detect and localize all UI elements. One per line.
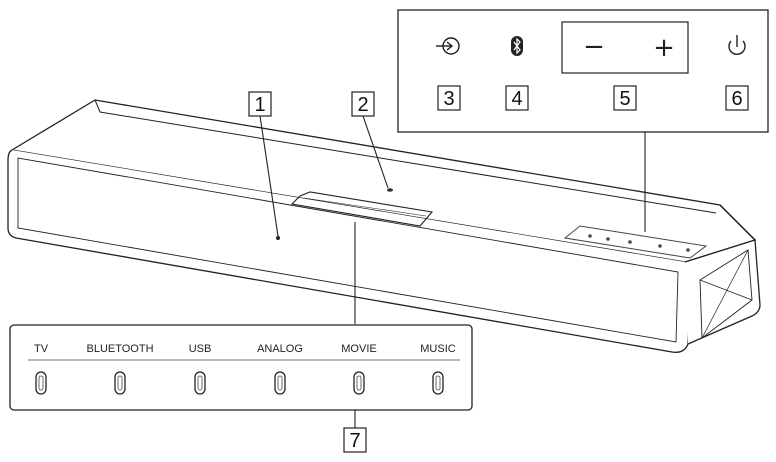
indicator-lamp-inner-analog	[277, 375, 283, 391]
volume-plus-button[interactable]: +	[653, 33, 675, 63]
remote-sensor	[387, 188, 393, 192]
indicator-lamp-music	[432, 371, 444, 395]
callout-3-label: 3	[443, 88, 454, 110]
indicator-label-usb: USB	[189, 343, 212, 355]
indicator-lamp-bluetooth	[114, 371, 126, 395]
callout-2-label: 2	[357, 94, 368, 116]
indicator-lamp-inner-movie	[356, 375, 362, 391]
callout-6: 6	[725, 85, 749, 111]
top-control-panel: − +	[397, 9, 769, 133]
indicator-lamp-analog	[274, 371, 286, 395]
callout-1: 1	[248, 91, 272, 117]
indicator-lamp-inner-tv	[38, 375, 44, 391]
indicator-label-movie: MOVIE	[341, 343, 376, 355]
indicator-lamp-usb	[194, 371, 206, 395]
callout-2: 2	[351, 91, 375, 117]
power-icon	[728, 35, 746, 55]
callout-7-label: 7	[349, 430, 360, 452]
indicator-label-music: MUSIC	[420, 343, 456, 355]
volume-minus-button[interactable]: −	[583, 32, 605, 62]
callout-4: 4	[505, 85, 529, 111]
indicator-lamp-inner-music	[435, 375, 441, 391]
input-icon	[436, 37, 460, 55]
indicator-label-bluetooth: BLUETOOTH	[86, 343, 153, 355]
callout-4-label: 4	[511, 88, 522, 110]
indicator-lamp-inner-bluetooth	[117, 375, 123, 391]
callout-5: 5	[613, 85, 637, 111]
bluetooth-icon	[511, 36, 523, 56]
callout-1-label: 1	[254, 94, 265, 116]
volume-button-frame	[561, 21, 689, 74]
callout-6-label: 6	[731, 88, 742, 110]
callout-5-label: 5	[619, 88, 630, 110]
indicator-label-tv: TV	[34, 343, 49, 355]
indicator-lamp-movie	[353, 371, 365, 395]
front-display-window	[290, 191, 434, 227]
indicator-panel-frame	[9, 324, 473, 411]
callout-3: 3	[437, 85, 461, 111]
callout-7: 7	[343, 427, 367, 453]
indicator-panel: TV BLUETOOTH USB ANALOG MOVIE MUSIC	[9, 324, 473, 411]
soundbar-body	[7, 99, 761, 353]
indicator-lamp-tv	[35, 371, 47, 395]
top-button-strip	[563, 225, 708, 259]
indicator-label-analog: ANALOG	[257, 343, 303, 355]
indicator-lamp-inner-usb	[197, 375, 203, 391]
front-grille-marker	[276, 236, 280, 240]
indicator-items: TV BLUETOOTH USB ANALOG MOVIE MUSIC	[34, 343, 456, 395]
